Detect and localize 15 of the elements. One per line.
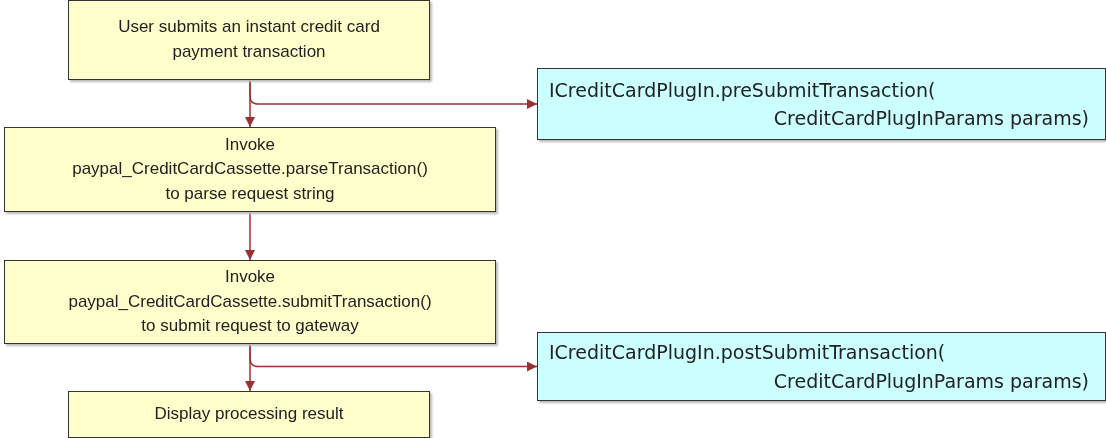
process-box xyxy=(4,260,496,344)
arrow xyxy=(249,343,538,372)
interface-box xyxy=(537,68,1106,140)
process-box xyxy=(68,391,430,438)
interface-box xyxy=(537,332,1106,401)
arrow xyxy=(245,211,255,261)
box-text: ICreditCardPlugIn.preSubmitTransaction( CreditCardPlugInParams params) xyxy=(549,77,1089,131)
process-box xyxy=(4,127,496,212)
arrow xyxy=(249,79,538,109)
box-text: User submits an instant credit card payment transaction xyxy=(117,16,381,63)
box-text: Invoke paypal_CreditCardCassette.submitTransaction() to submit request to gateway xyxy=(67,266,433,338)
box-text: Invoke paypal_CreditCardCassette.parseTransaction() to parse request string xyxy=(71,133,429,205)
process-box xyxy=(68,0,430,80)
box-text: Display processing result xyxy=(153,403,345,426)
box-text: ICreditCardPlugIn.postSubmitTransaction( CreditCardPlugInParams params) xyxy=(549,340,1089,394)
